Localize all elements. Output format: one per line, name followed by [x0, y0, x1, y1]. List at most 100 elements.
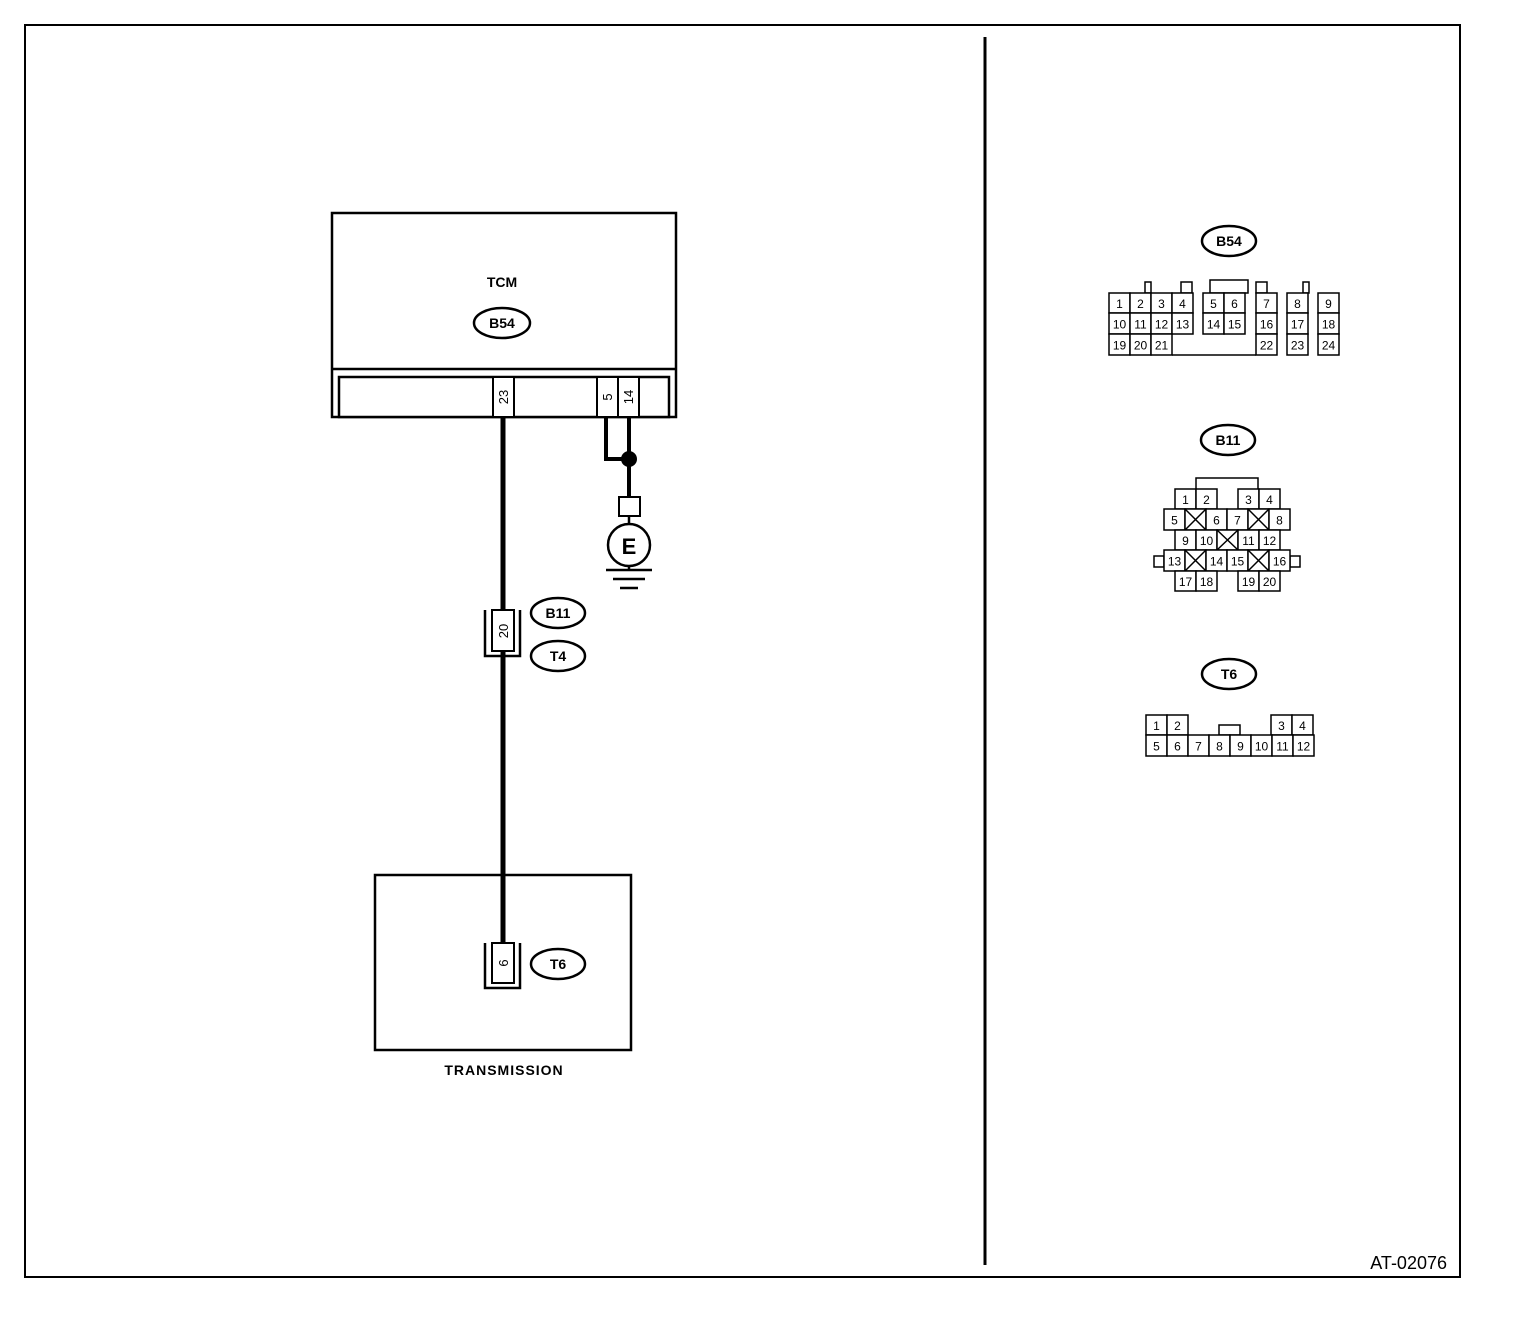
b54-pin: 3: [1158, 297, 1165, 311]
b54-pin: 15: [1228, 318, 1242, 332]
b11-pin: 11: [1242, 534, 1255, 548]
ground-connector: [618, 496, 641, 517]
b54-pin: 1: [1116, 297, 1123, 311]
b54-pin: 7: [1263, 297, 1270, 311]
b54-pin: 12: [1155, 318, 1169, 332]
b54-pin: 5: [1210, 297, 1217, 311]
b11-pin: 20: [1263, 575, 1277, 589]
t6-face-label: T6: [1221, 666, 1238, 682]
diagram-frame: [24, 24, 1461, 1278]
tcm-connector-label: B54: [489, 315, 515, 331]
b54-face-label: B54: [1216, 233, 1242, 249]
t6-pin: 8: [1216, 740, 1223, 754]
b54-pin: 19: [1113, 339, 1127, 353]
b54-pin: 18: [1322, 318, 1336, 332]
b11-pin: 5: [1171, 514, 1178, 528]
transmission-label: TRANSMISSION: [444, 1062, 563, 1078]
t6-pin: 5: [1153, 740, 1160, 754]
t6-pin: 4: [1299, 719, 1306, 733]
b11-pin: 14: [1210, 555, 1224, 569]
b54-pin: 9: [1325, 297, 1332, 311]
b54-pin: 6: [1231, 297, 1238, 311]
ground-label: E: [622, 534, 637, 559]
t6-pin: 10: [1255, 740, 1269, 754]
b11-pin: 6: [1213, 514, 1220, 528]
t6-face-badge: [1200, 657, 1258, 691]
b11-pin: 17: [1179, 575, 1193, 589]
t6-badge: [529, 947, 587, 981]
b11-pin: 8: [1276, 514, 1283, 528]
b54-pin: 2: [1137, 297, 1144, 311]
t6-connector-face: T6 1 2 3 4 5 6 7 8 9 10 11 12: [1145, 657, 1315, 757]
tcm-connector-badge: [472, 306, 532, 340]
joint-pin-20: 20: [496, 624, 511, 638]
t6-pin: 6: [1174, 740, 1181, 754]
b11-pin: 3: [1245, 493, 1252, 507]
b11-pin: 10: [1200, 534, 1214, 548]
transmission-pin-6: 6: [496, 959, 511, 966]
b11-label: B11: [546, 605, 571, 621]
tcm-unit: TCM B54 23 5 14: [330, 211, 678, 419]
b11-lock-tab: [1195, 477, 1259, 489]
b11-pin: 1: [1182, 493, 1189, 507]
tcm-pin-5: 5: [600, 393, 615, 400]
b11-badge: [529, 596, 587, 630]
b54-pin: 13: [1176, 318, 1190, 332]
b11-pin: 12: [1263, 534, 1277, 548]
t6-pin: 2: [1174, 719, 1181, 733]
b54-pin: 23: [1291, 339, 1305, 353]
transmission-unit: 6 T6 TRANSMISSION: [373, 873, 633, 1078]
t6-pin: 3: [1278, 719, 1285, 733]
b54-pin: 14: [1207, 318, 1221, 332]
figure-id: AT-02076: [1370, 1253, 1447, 1273]
t6-lock-tab: [1218, 724, 1241, 736]
b11-side-latch: [1153, 555, 1165, 568]
b11-blank-cavity: [1247, 508, 1270, 531]
b11-pin: 9: [1182, 534, 1189, 548]
t4-label: T4: [550, 648, 567, 664]
b54-pin: 22: [1260, 339, 1274, 353]
b11-pin: 2: [1203, 493, 1210, 507]
b11-connector-face: B11 1 2 3 4 5 6 7 8 9 10 11 12: [1153, 423, 1301, 592]
b54-pin: 17: [1291, 318, 1305, 332]
ground-circuit: E: [604, 417, 652, 590]
transmission-box: [373, 873, 633, 1052]
b54-pin: 11: [1134, 318, 1147, 332]
tcm-pin-23: 23: [496, 390, 511, 404]
b54-pin: 8: [1294, 297, 1301, 311]
b11-pin: 15: [1231, 555, 1245, 569]
t4-badge: [529, 639, 587, 673]
b54-connector-face: B54 1 2 3 4 5 6 7 8 9 10 11 12 13: [1108, 224, 1340, 356]
b54-pin: 16: [1260, 318, 1274, 332]
b11-blank-cavity: [1247, 549, 1270, 572]
b11-pin: 16: [1273, 555, 1287, 569]
t6-pin: 12: [1297, 740, 1311, 754]
tcm-label: TCM: [487, 274, 517, 290]
b11-blank-cavity: [1184, 508, 1207, 531]
splice-dot: [621, 451, 637, 467]
b11-pin: 18: [1200, 575, 1214, 589]
t6-label: T6: [550, 956, 567, 972]
t6-pin: 1: [1153, 719, 1160, 733]
t6-pin: 7: [1195, 740, 1202, 754]
tcm-pin-14: 14: [621, 390, 636, 404]
b54-pin: 20: [1134, 339, 1148, 353]
b11-side-latch: [1289, 555, 1301, 568]
t6-pin: 9: [1237, 740, 1244, 754]
b54-pin: 10: [1113, 318, 1127, 332]
b11-face-badge: [1199, 423, 1257, 457]
b11-blank-cavity: [1216, 529, 1239, 551]
t6-pin: 11: [1276, 740, 1289, 754]
b54-pin: 4: [1179, 297, 1186, 311]
b11-pin: 13: [1168, 555, 1182, 569]
b54-pin: 21: [1155, 339, 1169, 353]
b54-face-badge: [1200, 224, 1258, 258]
b54-pin: 24: [1322, 339, 1336, 353]
b11-pin: 19: [1242, 575, 1256, 589]
joint-connector: 20 B11 T4: [483, 596, 587, 673]
b11-blank-cavity: [1184, 549, 1207, 572]
b11-face-label: B11: [1216, 432, 1241, 448]
b11-pin: 4: [1266, 493, 1273, 507]
b11-pin: 7: [1234, 514, 1241, 528]
